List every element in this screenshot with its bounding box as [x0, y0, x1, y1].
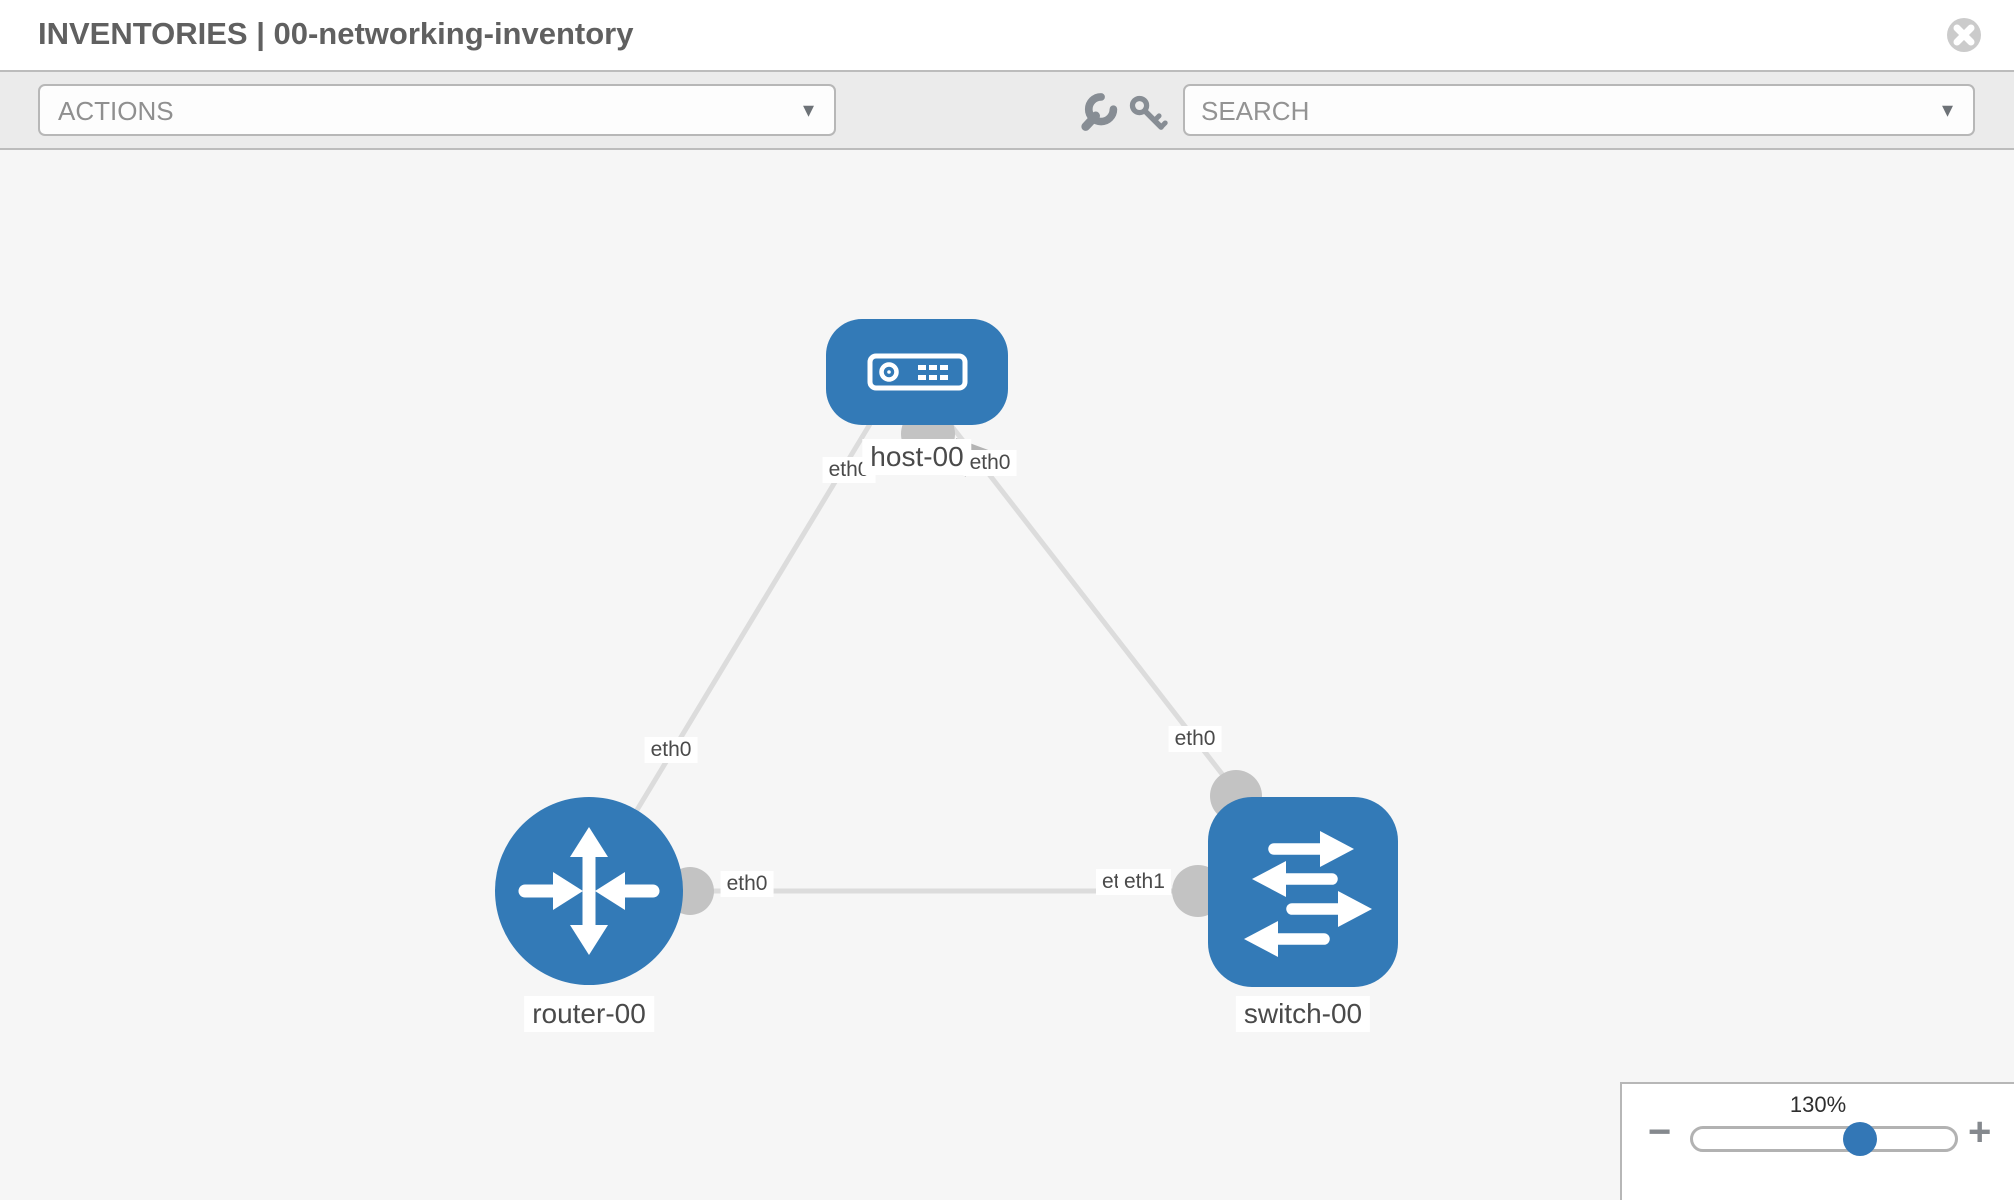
key-icon[interactable]: [1128, 94, 1168, 134]
node-label-router: router-00: [524, 996, 654, 1032]
page-title: INVENTORIES | 00-networking-inventory: [38, 16, 634, 51]
node-router-00[interactable]: [495, 797, 683, 985]
search-box: ▾: [1183, 84, 1975, 136]
search-input[interactable]: [1199, 90, 1893, 132]
port-label-switch-eth0-uplink: eth0: [1168, 726, 1222, 752]
toolbar: ACTIONS ▾ ▾: [0, 72, 2014, 150]
link-host-switch[interactable]: [948, 422, 1252, 812]
zoom-panel: 130% − +: [1620, 1082, 2014, 1200]
port-label-switch-eth1: eth1: [1118, 869, 1171, 895]
zoom-out-button[interactable]: −: [1648, 1110, 1672, 1154]
close-button[interactable]: [1946, 17, 1982, 53]
node-label-host: host-00: [862, 439, 972, 475]
zoom-slider-thumb[interactable]: [1843, 1122, 1877, 1156]
wrench-icon[interactable]: [1078, 92, 1118, 132]
actions-dropdown-label: ACTIONS: [58, 96, 174, 126]
search-caret-icon: ▾: [1941, 97, 1953, 122]
port-label-host-eth0-right: eth0: [963, 450, 1017, 476]
topology-canvas[interactable]: [0, 150, 2014, 1200]
zoom-in-button[interactable]: +: [1968, 1110, 1992, 1154]
router-icon: [518, 827, 660, 955]
host-icon: [867, 353, 968, 391]
title-bar: INVENTORIES | 00-networking-inventory: [0, 0, 2014, 72]
switch-icon: [1244, 831, 1372, 957]
node-label-switch: switch-00: [1235, 996, 1371, 1032]
node-switch-00[interactable]: [1208, 797, 1398, 987]
actions-caret-icon: ▾: [802, 97, 814, 122]
zoom-level-readout: 130%: [1789, 1092, 1847, 1117]
close-icon: [1947, 18, 1981, 52]
node-host-00[interactable]: [826, 319, 1008, 425]
actions-dropdown[interactable]: ACTIONS ▾: [38, 84, 836, 136]
port-label-router-eth0: eth0: [720, 871, 774, 897]
zoom-slider[interactable]: [1690, 1122, 1958, 1156]
port-label-router-eth0-uplink: eth0: [644, 737, 698, 763]
